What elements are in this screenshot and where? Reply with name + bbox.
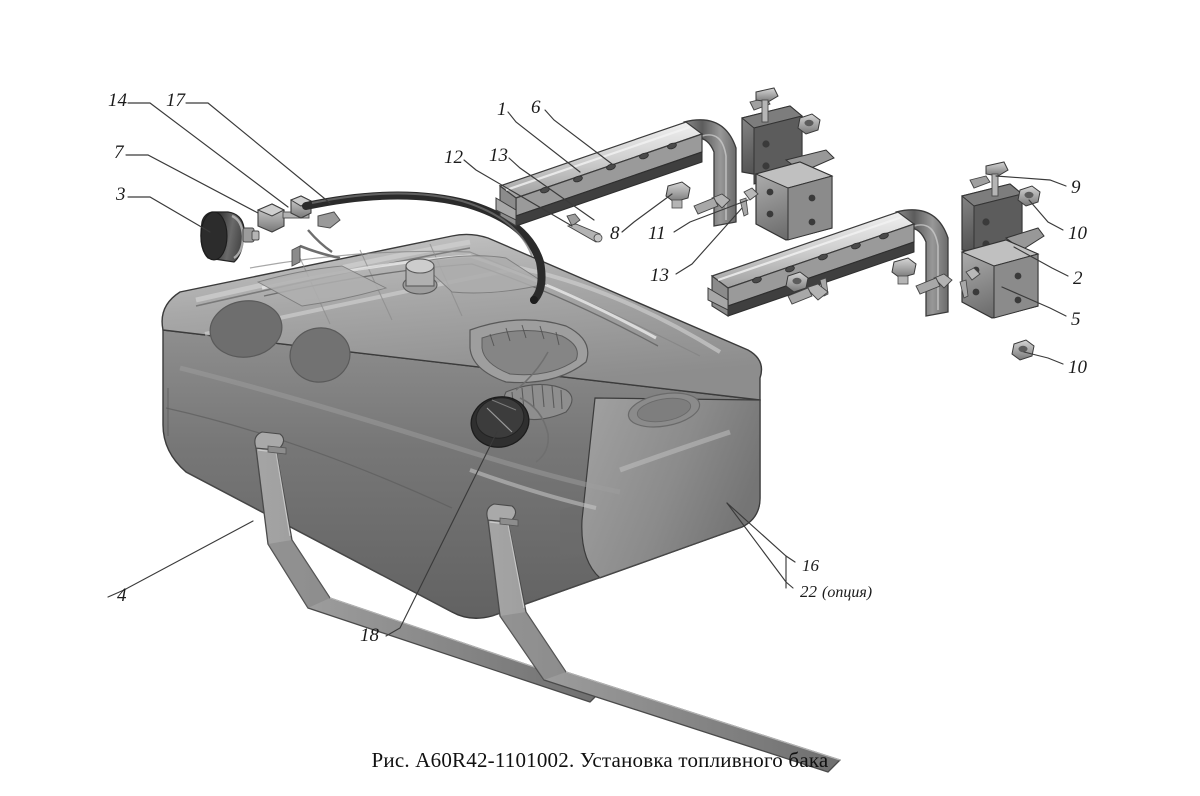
callout-10-lower: 10 bbox=[1068, 357, 1087, 378]
bolt-long bbox=[915, 273, 953, 295]
tank-mounting-strap bbox=[486, 503, 841, 773]
callout-5: 5 bbox=[1071, 309, 1081, 330]
fuel-hose bbox=[302, 191, 546, 304]
fuel-pump-module bbox=[469, 319, 589, 463]
figure-caption: Рис. A60R42-1101002. Установка топливног… bbox=[371, 748, 829, 772]
hose-clamp bbox=[289, 195, 313, 219]
washer bbox=[743, 187, 759, 201]
callout-12: 12 bbox=[444, 147, 463, 168]
callout-4: 4 bbox=[117, 585, 127, 606]
callout-18: 18 bbox=[360, 625, 379, 646]
hose-clip bbox=[291, 211, 341, 267]
screw bbox=[959, 279, 969, 299]
bolt-flange bbox=[985, 161, 1009, 197]
washer bbox=[965, 267, 981, 281]
callout-10-upper: 10 bbox=[1068, 223, 1087, 244]
tank-vent-neck bbox=[402, 258, 438, 295]
callout-22: 22 (опция) bbox=[800, 583, 872, 601]
callout-3: 3 bbox=[116, 184, 126, 205]
callout-13-lower: 13 bbox=[650, 265, 669, 286]
bolt-long bbox=[787, 283, 829, 305]
callout-9: 9 bbox=[1071, 177, 1081, 198]
fuel-tank bbox=[161, 233, 763, 619]
nut bbox=[1017, 185, 1041, 207]
tank-mounting-straps bbox=[254, 431, 841, 773]
bolt-hex bbox=[665, 181, 691, 209]
callout-7: 7 bbox=[114, 142, 124, 163]
tank-support-rail-right bbox=[707, 209, 949, 317]
nut bbox=[1011, 339, 1035, 361]
bolt-hex bbox=[891, 257, 917, 285]
callout-22-number: 22 bbox=[800, 582, 817, 601]
callout-22-option-note: (опция) bbox=[822, 584, 873, 601]
callout-6: 6 bbox=[531, 97, 541, 118]
fuel-filter-canister bbox=[200, 211, 260, 263]
callout-13-upper: 13 bbox=[489, 145, 508, 166]
nut bbox=[797, 113, 821, 135]
callout-1: 1 bbox=[497, 99, 507, 120]
callout-8: 8 bbox=[610, 223, 620, 244]
bolt-long bbox=[693, 193, 731, 215]
mounting-bracket-lower-right bbox=[960, 239, 1040, 319]
callout-11: 11 bbox=[648, 223, 666, 244]
callout-2: 2 bbox=[1073, 268, 1083, 289]
callout-14: 14 bbox=[108, 90, 127, 111]
bolt-long bbox=[566, 213, 603, 243]
nut bbox=[785, 271, 809, 293]
mounting-bracket-lower-left bbox=[754, 161, 834, 241]
callout-17: 17 bbox=[166, 90, 185, 111]
callout-leader-lines bbox=[107, 102, 1069, 637]
callout-16: 16 bbox=[802, 556, 819, 575]
bolt-flange bbox=[755, 87, 779, 123]
